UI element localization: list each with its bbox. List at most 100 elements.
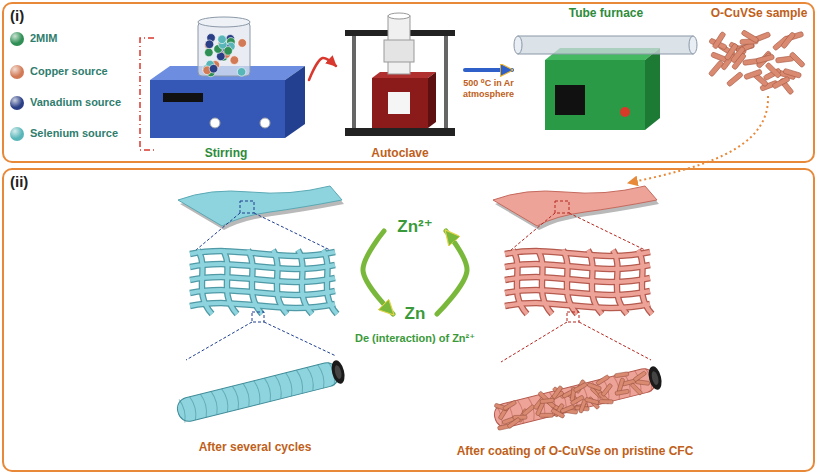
fiber-outline bbox=[190, 277, 335, 282]
rod bbox=[741, 30, 759, 44]
node-label: Tube furnace bbox=[569, 6, 643, 20]
carbon-fiber bbox=[588, 250, 602, 314]
rod bbox=[633, 371, 647, 382]
precursor-ball bbox=[218, 35, 227, 44]
fiber-outline bbox=[505, 251, 650, 256]
flake bbox=[318, 364, 326, 388]
stage-node: Zn²⁺ bbox=[388, 214, 442, 240]
legend-swatch bbox=[10, 96, 24, 110]
flake bbox=[286, 372, 294, 396]
magnetic-stirrer bbox=[150, 17, 305, 138]
tube-furnace bbox=[514, 36, 697, 130]
flake bbox=[307, 367, 315, 391]
flake bbox=[232, 385, 240, 409]
carbon-fiber bbox=[513, 250, 527, 314]
rod bbox=[615, 389, 629, 395]
rod bbox=[539, 413, 553, 417]
rod bbox=[535, 402, 544, 416]
flake bbox=[179, 399, 187, 423]
rod bbox=[573, 382, 587, 392]
rod bbox=[560, 404, 574, 413]
coated-fiber bbox=[175, 360, 341, 423]
carbon-fiber bbox=[323, 250, 337, 314]
flake bbox=[211, 391, 219, 415]
fiber-outline bbox=[505, 290, 650, 295]
flake bbox=[275, 375, 283, 399]
stage-node: O-CuVSe sample bbox=[705, 6, 813, 98]
rod bbox=[781, 32, 796, 49]
carbon-fiber bbox=[638, 250, 652, 314]
cycled-electrode bbox=[175, 186, 347, 424]
fiber-outline bbox=[505, 303, 650, 308]
rod bbox=[540, 398, 554, 403]
rod bbox=[744, 69, 763, 80]
rod bbox=[587, 382, 602, 390]
node-label: Autoclave bbox=[371, 146, 428, 160]
stage-node: Stirring bbox=[145, 18, 307, 160]
fiber-core bbox=[650, 371, 659, 386]
legend-swatch bbox=[10, 65, 24, 79]
rod bbox=[596, 375, 610, 386]
carbon-fiber bbox=[298, 250, 312, 314]
precursor-ball bbox=[224, 47, 233, 56]
rod bbox=[614, 372, 628, 378]
rod bbox=[708, 60, 723, 77]
process-note: De (interaction) of Zn²⁺ bbox=[355, 332, 475, 345]
flake bbox=[296, 370, 304, 394]
carbon-fiber bbox=[190, 303, 335, 308]
coated-fiber bbox=[492, 366, 658, 429]
legend-label: Selenium source bbox=[30, 127, 118, 140]
rod bbox=[503, 400, 517, 411]
legend-item: Vanadium source bbox=[10, 96, 121, 110]
rod bbox=[765, 62, 781, 78]
carbon-fiber bbox=[223, 250, 237, 314]
carbon-fiber bbox=[505, 290, 650, 295]
rod bbox=[712, 31, 726, 49]
legend-swatch bbox=[10, 127, 24, 141]
carbon-fiber bbox=[505, 303, 650, 308]
carbon-fiber bbox=[190, 290, 335, 295]
flake bbox=[254, 380, 262, 404]
carbon-fiber bbox=[505, 277, 650, 282]
autoclave-press bbox=[345, 13, 455, 136]
fiber-end bbox=[646, 365, 663, 391]
rod bbox=[507, 417, 521, 428]
precursor-ball bbox=[205, 48, 214, 57]
fiber-outline bbox=[190, 264, 335, 269]
flow-arrow bbox=[437, 231, 467, 314]
carbon-fiber bbox=[505, 264, 650, 269]
rod bbox=[570, 395, 584, 406]
node-label: Zn²⁺ bbox=[397, 217, 432, 237]
carbon-fiber bbox=[505, 251, 650, 256]
carbon-fiber bbox=[273, 250, 287, 314]
rod bbox=[585, 397, 600, 405]
legend-label: Copper source bbox=[30, 65, 108, 78]
figure-caption: After several cycles bbox=[199, 440, 312, 454]
node-label: Zn bbox=[405, 304, 426, 324]
fiber-core bbox=[333, 365, 342, 380]
legend-item: Selenium source bbox=[10, 127, 118, 141]
edge-label: 500 ⁰C in Ar atmosphere bbox=[452, 78, 526, 100]
flow-arrow bbox=[465, 68, 512, 72]
panel-frame: (i) StirringAutoclave Tube furnace O-CuVSe … bbox=[2, 2, 815, 163]
precursor-ball bbox=[204, 41, 213, 50]
carbon-fiber bbox=[248, 250, 262, 314]
fiber-outline bbox=[190, 303, 335, 308]
node-label: O-CuVSe sample bbox=[711, 6, 808, 20]
fiber-outline bbox=[505, 277, 650, 282]
carbon-fiber bbox=[198, 250, 212, 314]
carbon-fiber bbox=[563, 250, 577, 314]
legend-item: 2MIM bbox=[10, 32, 58, 46]
rod bbox=[789, 52, 805, 68]
carbon-fiber bbox=[190, 264, 335, 269]
rod bbox=[599, 400, 613, 404]
precursor-ball bbox=[205, 40, 214, 49]
rod bbox=[724, 43, 738, 61]
carbon-fiber bbox=[190, 277, 335, 282]
flake bbox=[200, 393, 208, 417]
flake bbox=[243, 383, 251, 407]
rod bbox=[756, 54, 775, 63]
legend-label: 2MIM bbox=[30, 32, 58, 45]
panel-label: (i) bbox=[10, 7, 24, 25]
